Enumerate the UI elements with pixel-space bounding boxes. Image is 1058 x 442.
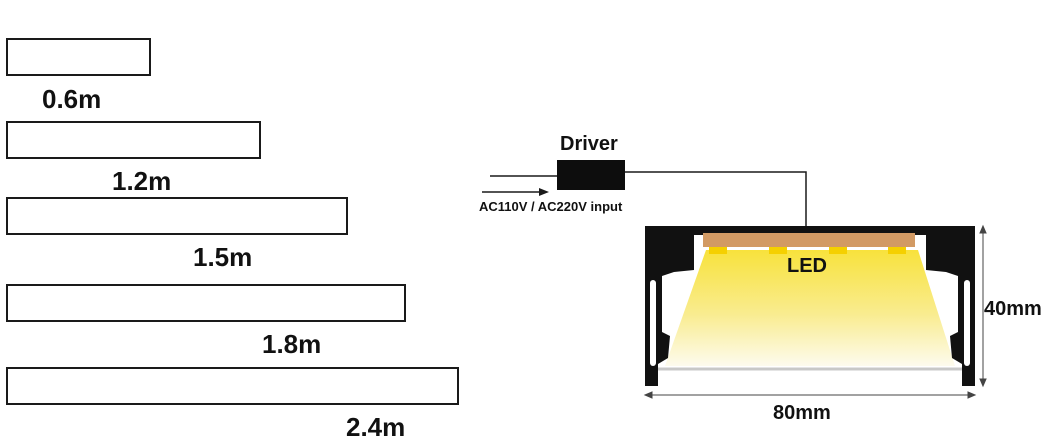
length-label-0-6m: 0.6m bbox=[42, 84, 102, 114]
driver-box bbox=[557, 160, 625, 190]
width-dimension bbox=[643, 391, 977, 399]
input-label: AC110V / AC220V input bbox=[479, 199, 623, 214]
length-bar-1-8m bbox=[6, 284, 406, 322]
length-bar-0-6m bbox=[6, 38, 151, 76]
led-board bbox=[703, 233, 915, 247]
width-label: 80mm bbox=[773, 402, 831, 424]
length-bar-2-4m bbox=[6, 367, 459, 405]
driver-label: Driver bbox=[560, 133, 618, 155]
led-label: LED bbox=[787, 255, 827, 277]
output-wire bbox=[625, 171, 807, 226]
height-dimension bbox=[979, 224, 987, 388]
height-label: 40mm bbox=[984, 298, 1042, 320]
aluminum-profile bbox=[645, 226, 975, 386]
length-bar-1-2m bbox=[6, 121, 261, 159]
length-label-1-5m: 1.5m bbox=[193, 242, 253, 272]
led-chips bbox=[709, 247, 906, 254]
input-arrow bbox=[482, 188, 549, 196]
length-label-2-4m: 2.4m bbox=[346, 412, 406, 442]
length-bar-1-5m bbox=[6, 197, 348, 235]
profile-inner-white bbox=[650, 280, 970, 366]
length-label-1-8m: 1.8m bbox=[262, 329, 322, 359]
light-beam bbox=[665, 250, 955, 366]
length-label-1-2m: 1.2m bbox=[112, 166, 172, 196]
